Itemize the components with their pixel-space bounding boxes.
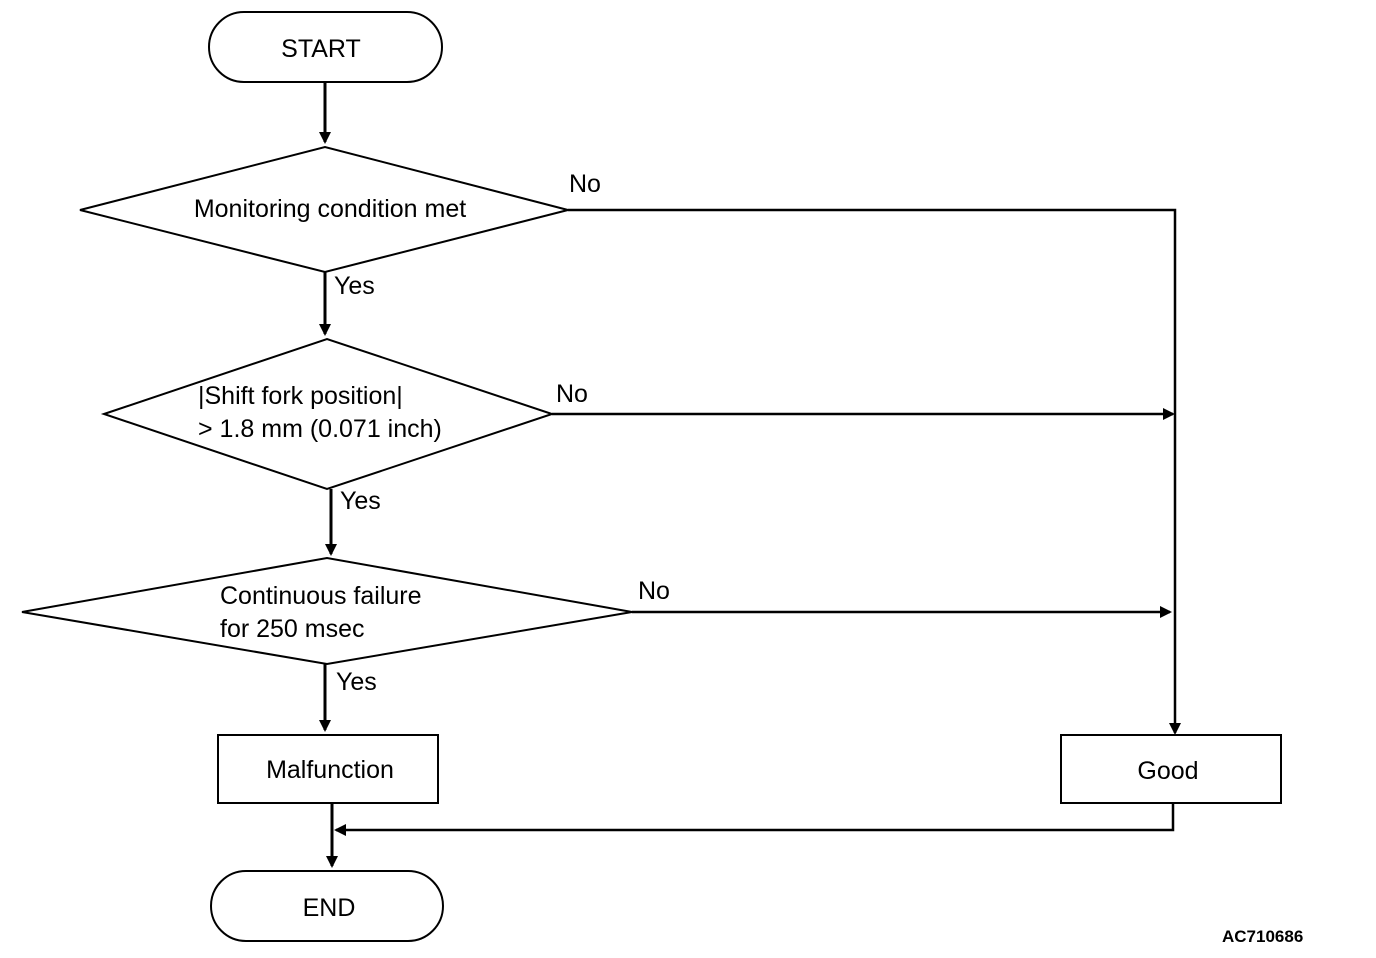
good-label: Good	[1137, 757, 1198, 785]
good-node: Good	[1060, 734, 1282, 804]
figure-id: AC710686	[1222, 927, 1303, 946]
decision3-label-line1: Continuous failure	[220, 582, 422, 610]
decision2-no-label: No	[556, 380, 588, 408]
end-node: END	[210, 870, 444, 942]
malfunction-label: Malfunction	[266, 756, 394, 784]
decision3-no-label: No	[638, 577, 670, 605]
decision-shift-fork-position: |Shift fork position| > 1.8 mm (0.071 in…	[100, 337, 556, 491]
decision1-yes-label: Yes	[334, 272, 375, 300]
start-node: START	[208, 11, 443, 83]
decision3-label-line2: for 250 msec	[220, 615, 365, 643]
decision-continuous-failure: Continuous failure for 250 msec	[21, 556, 633, 666]
end-label: END	[303, 894, 356, 922]
decision2-label-line2: > 1.8 mm (0.071 inch)	[198, 415, 442, 443]
start-label: START	[281, 35, 361, 63]
decision1-label: Monitoring condition met	[194, 195, 466, 223]
malfunction-node: Malfunction	[217, 734, 439, 804]
decision3-yes-label: Yes	[336, 668, 377, 696]
decision2-yes-label: Yes	[340, 487, 381, 515]
edge-good-to-end	[334, 803, 1175, 836]
decision-monitoring-condition: Monitoring condition met	[79, 145, 569, 274]
edge-decision1-no	[568, 208, 1181, 735]
decision1-no-label: No	[569, 170, 601, 198]
decision2-label-line1: |Shift fork position|	[198, 382, 403, 410]
